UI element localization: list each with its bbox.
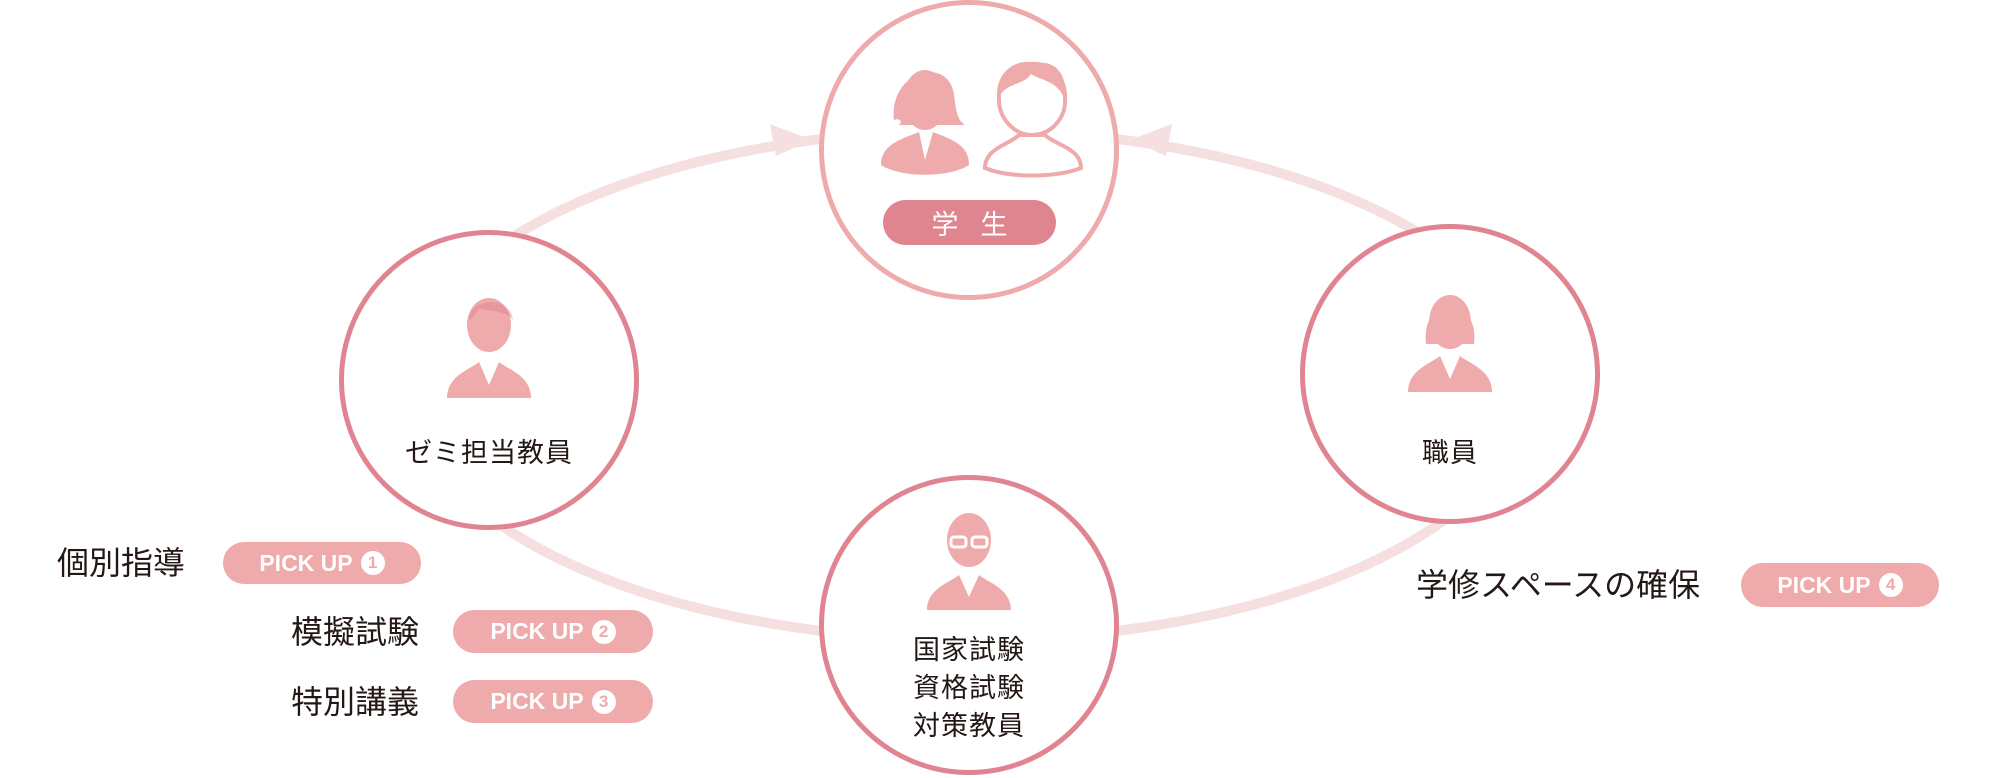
seminar-teacher-label: ゼミ担当教員 xyxy=(405,438,573,469)
teacher-icon xyxy=(447,298,531,398)
number-2-icon: 2 xyxy=(591,619,616,644)
pickup-label-individual: 個別指導 xyxy=(57,544,186,582)
staff-icon xyxy=(1408,295,1492,392)
student-node xyxy=(819,0,1119,300)
number-1-icon: 1 xyxy=(360,551,385,575)
pickup-label-study-space: 学修スペースの確保 xyxy=(1416,566,1701,604)
pickup-button-1[interactable]: PICK UP 1 xyxy=(223,542,421,584)
exam-teacher-glasses-icon xyxy=(927,513,1011,610)
student-label: 学生 xyxy=(883,200,1056,245)
number-3-icon: 3 xyxy=(591,689,616,714)
exam-teacher-line-2: 資格試験 xyxy=(913,673,1025,704)
pickup-button-2[interactable]: PICK UP 2 xyxy=(453,610,653,653)
staff-node: 職員 xyxy=(1300,224,1600,524)
pickup-badge-text: PICK UP xyxy=(259,549,353,576)
pickup-badge-text: PICK UP xyxy=(490,618,584,644)
pickup-button-4[interactable]: PICK UP 4 xyxy=(1741,563,1939,607)
pickup-button-3[interactable]: PICK UP 3 xyxy=(453,680,653,723)
number-4-icon: 4 xyxy=(1878,573,1903,597)
arrow-right-icon xyxy=(770,124,812,156)
pickup-label-special-lecture: 特別講義 xyxy=(291,683,420,721)
staff-label: 職員 xyxy=(1422,438,1478,469)
exam-teacher-node: 国家試験 資格試験 対策教員 xyxy=(819,475,1119,775)
pickup-badge-text: PICK UP xyxy=(490,688,584,714)
pickup-label-mock-exam: 模擬試験 xyxy=(291,613,420,651)
seminar-teacher-node: ゼミ担当教員 xyxy=(339,230,639,530)
students-icon xyxy=(881,61,1084,178)
arrow-left-icon xyxy=(1130,124,1172,156)
exam-teacher-line-1: 国家試験 xyxy=(913,635,1025,666)
pickup-badge-text: PICK UP xyxy=(1777,571,1871,598)
exam-teacher-line-3: 対策教員 xyxy=(913,711,1025,742)
